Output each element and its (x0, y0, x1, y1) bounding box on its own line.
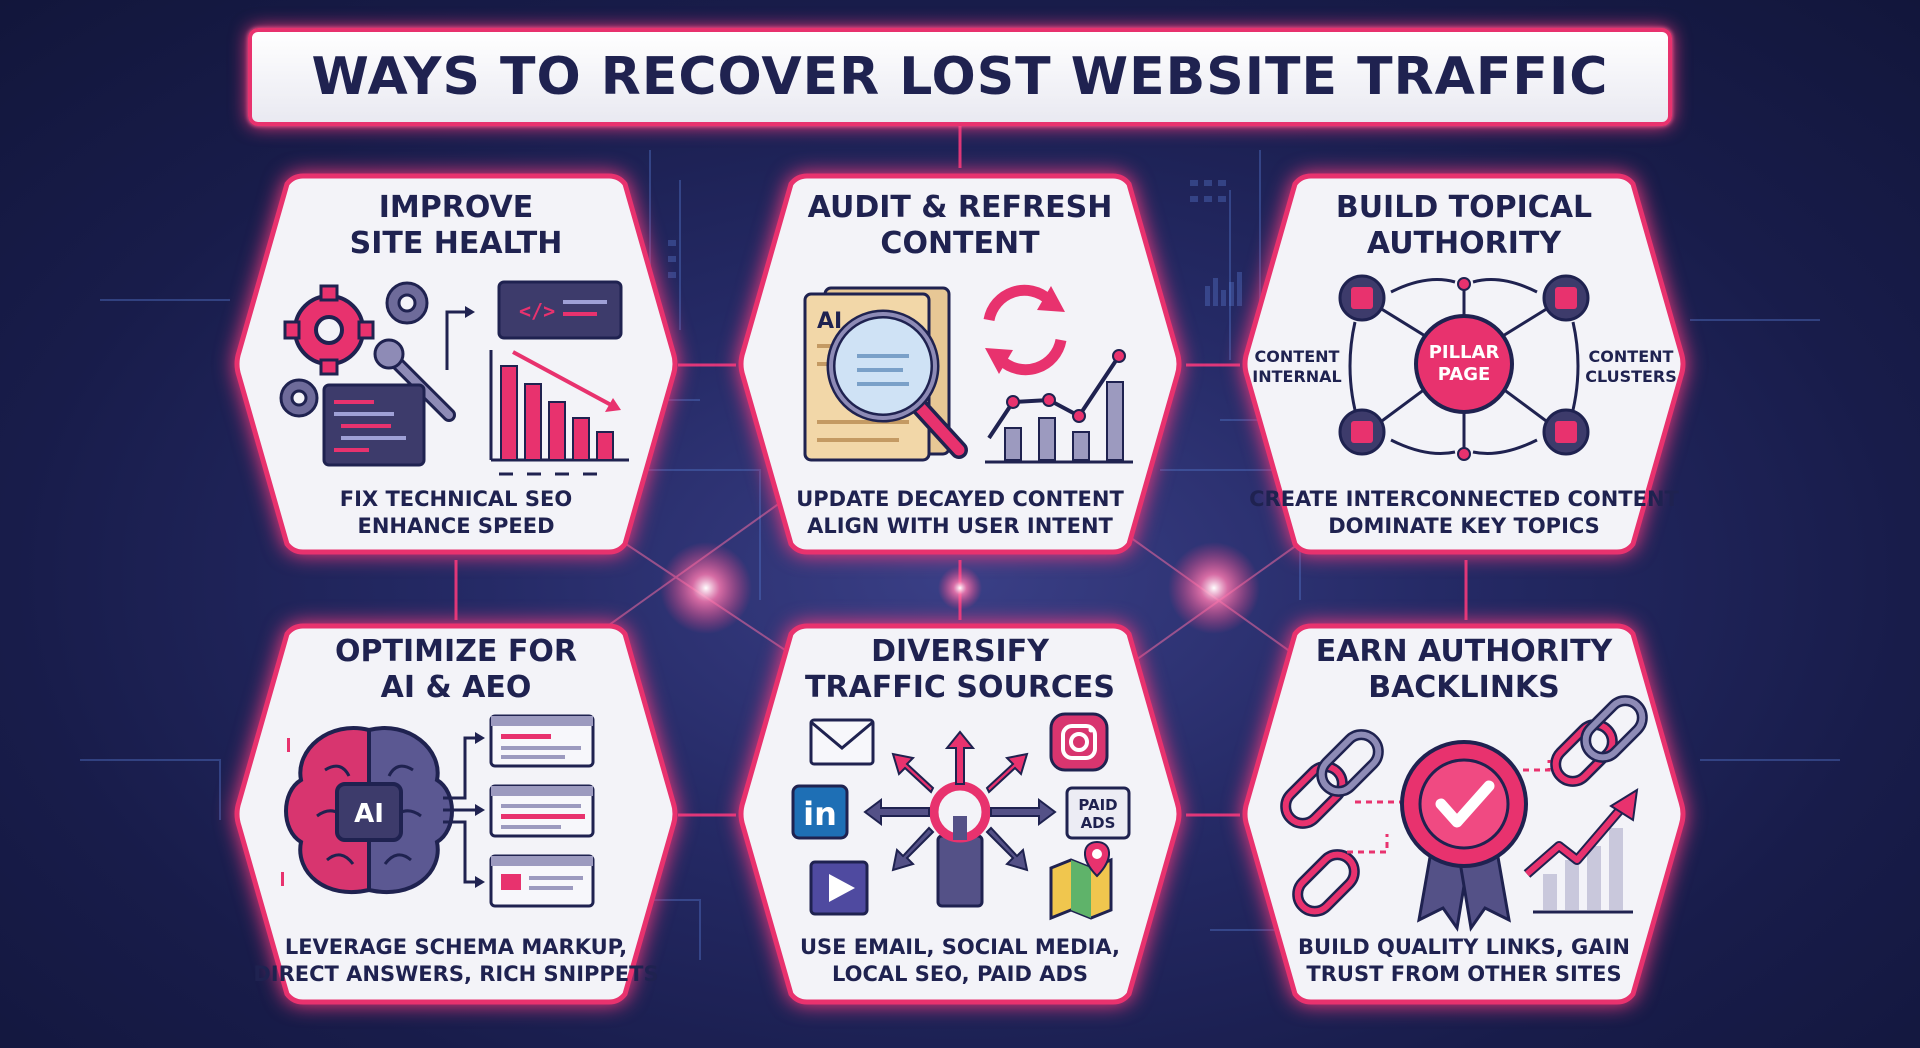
linkedin-icon: in (791, 784, 849, 840)
brain-icon: AI (284, 726, 454, 894)
ai-brain-icon: AI (281, 714, 595, 908)
gear-icon (283, 284, 375, 376)
clusters-label: CONTENT (1589, 347, 1674, 366)
document-label: AI (817, 309, 842, 334)
svg-text:</>: </> (519, 299, 555, 323)
linkedin-label: in (803, 795, 837, 833)
ai-chip-label: AI (354, 799, 384, 829)
video-play-icon (809, 860, 869, 916)
internal-label: INTERNAL (1252, 367, 1341, 386)
panel-description: LEVERAGE SCHEMA MARKUP,DIRECT ANSWERS, R… (253, 935, 659, 986)
paid-ads-label: PAID (1078, 796, 1117, 814)
traffic-sources-icon: in PAID ADS (791, 712, 1131, 921)
growth-chart-icon (985, 349, 1133, 464)
pillar-page-node: PILLAR PAGE (1414, 314, 1514, 414)
paid-ads-label: ADS (1081, 814, 1116, 832)
email-icon (809, 718, 875, 766)
refresh-icon (983, 284, 1067, 376)
cluster-node-icon (1338, 274, 1590, 456)
site-health-icon: </> (279, 280, 629, 476)
chain-link-icon (1280, 695, 1648, 917)
panel-description: USE EMAIL, SOCIAL MEDIA,LOCAL SEO, PAID … (799, 935, 1121, 986)
content-audit-icon: AI (803, 284, 1133, 464)
instagram-icon (1049, 712, 1109, 772)
hub-icon (929, 781, 991, 908)
pillar-label: PILLAR (1429, 342, 1500, 363)
pillar-label: PAGE (1438, 364, 1491, 385)
rich-snippet-icon (489, 714, 595, 908)
map-pin-icon (1049, 840, 1113, 921)
title-banner: WAYS TO RECOVER LOST WEBSITE TRAFFIC (248, 28, 1672, 126)
page-title: WAYS TO RECOVER LOST WEBSITE TRAFFIC (311, 47, 1609, 107)
topic-cluster-icon: PILLAR PAGE CONTENT INTERNAL CONTENT CLU… (1252, 274, 1677, 461)
paid-ads-icon: PAID ADS (1065, 786, 1131, 840)
magnifying-glass-icon (826, 309, 968, 459)
growth-arrow-icon (1523, 788, 1639, 914)
arrow-icon (863, 730, 1057, 872)
code-browser-icon: </> (497, 280, 623, 340)
backlinks-icon (1280, 695, 1648, 932)
code-window-icon (322, 383, 426, 467)
gear-small-icon (279, 281, 429, 418)
declining-bar-chart-icon (489, 350, 629, 476)
clusters-label: CLUSTERS (1585, 367, 1677, 386)
award-badge-icon (1400, 740, 1528, 932)
internal-label: CONTENT (1255, 347, 1340, 366)
